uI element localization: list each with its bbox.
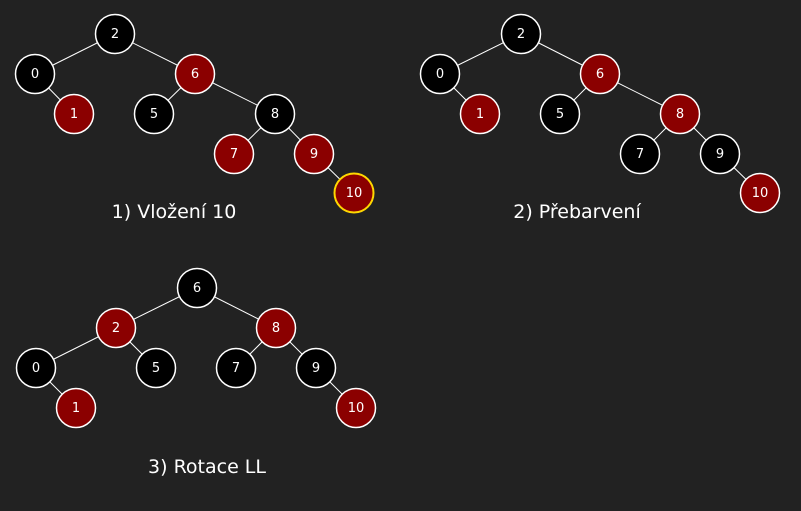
node-0: 0: [15, 347, 57, 389]
node-0: 0: [419, 53, 461, 95]
node-2: 2: [500, 13, 542, 55]
node-label: 10: [348, 401, 365, 416]
node-label: 7: [232, 361, 240, 376]
black-node-circle: [14, 53, 56, 95]
node-label: 9: [716, 147, 724, 162]
node-label: 8: [272, 321, 280, 336]
red-node-circle: [213, 133, 255, 175]
node-7: 7: [215, 347, 257, 389]
node-label: 0: [31, 67, 39, 82]
red-node-circle: [659, 93, 701, 135]
caption-tree-2: 2) Přebarvení: [513, 201, 641, 223]
node-0: 0: [14, 53, 56, 95]
node-label: 0: [32, 361, 40, 376]
caption-tree-1: 1) Vložení 10: [111, 201, 237, 223]
node-label: 5: [556, 107, 564, 122]
node-label: 1: [476, 107, 484, 122]
node-8: 8: [255, 307, 297, 349]
node-9: 9: [699, 133, 741, 175]
node-2: 2: [95, 307, 137, 349]
node-label: 9: [310, 147, 318, 162]
tree-2: 2 0 1 6 5 8 7 9 10: [419, 13, 781, 214]
node-label: 2: [112, 321, 120, 336]
black-node-circle: [133, 93, 175, 135]
red-node-circle: [55, 387, 97, 429]
node-label: 5: [152, 361, 160, 376]
node-6: 6: [176, 267, 218, 309]
red-node-circle: [333, 172, 375, 214]
black-node-circle: [215, 347, 257, 389]
node-6: 6: [174, 53, 216, 95]
red-node-circle: [293, 133, 335, 175]
node-5: 5: [539, 93, 581, 135]
black-node-circle: [419, 53, 461, 95]
black-node-circle: [699, 133, 741, 175]
node-label: 1: [72, 401, 80, 416]
node-8: 8: [659, 93, 701, 135]
node-label: 6: [193, 281, 201, 296]
black-node-circle: [295, 347, 337, 389]
red-node-circle: [335, 387, 377, 429]
node-10: 10: [333, 172, 375, 214]
red-node-circle: [174, 53, 216, 95]
black-node-circle: [176, 267, 218, 309]
red-node-circle: [579, 53, 621, 95]
black-node-circle: [619, 133, 661, 175]
node-10: 10: [335, 387, 377, 429]
node-1: 1: [459, 93, 501, 135]
node-8: 8: [254, 93, 296, 135]
node-label: 1: [70, 107, 78, 122]
node-9: 9: [293, 133, 335, 175]
black-node-circle: [135, 347, 177, 389]
node-label: 9: [312, 361, 320, 376]
black-node-circle: [94, 13, 136, 55]
node-9: 9: [295, 347, 337, 389]
node-6: 6: [579, 53, 621, 95]
node-label: 2: [517, 27, 525, 42]
node-label: 10: [752, 186, 769, 201]
node-5: 5: [133, 93, 175, 135]
node-label: 0: [436, 67, 444, 82]
black-node-circle: [500, 13, 542, 55]
red-node-circle: [95, 307, 137, 349]
node-7: 7: [213, 133, 255, 175]
node-label: 7: [230, 147, 238, 162]
tree-3: 6 2 8 0 5 7 9 1 10: [15, 267, 377, 429]
node-5: 5: [135, 347, 177, 389]
node-label: 10: [346, 186, 363, 201]
node-label: 6: [191, 67, 199, 82]
node-2: 2: [94, 13, 136, 55]
red-node-circle: [739, 172, 781, 214]
black-node-circle: [254, 93, 296, 135]
node-label: 7: [636, 147, 644, 162]
node-10: 10: [739, 172, 781, 214]
node-label: 8: [271, 107, 279, 122]
node-label: 5: [150, 107, 158, 122]
caption-tree-3: 3) Rotace LL: [148, 456, 266, 478]
red-node-circle: [255, 307, 297, 349]
red-node-circle: [53, 93, 95, 135]
node-1: 1: [53, 93, 95, 135]
node-label: 2: [111, 27, 119, 42]
node-label: 8: [676, 107, 684, 122]
tree-1: 2 0 1 6 5 8 7 9 10: [14, 13, 375, 214]
red-node-circle: [459, 93, 501, 135]
black-node-circle: [15, 347, 57, 389]
node-1: 1: [55, 387, 97, 429]
black-node-circle: [539, 93, 581, 135]
node-label: 6: [596, 67, 604, 82]
node-7: 7: [619, 133, 661, 175]
